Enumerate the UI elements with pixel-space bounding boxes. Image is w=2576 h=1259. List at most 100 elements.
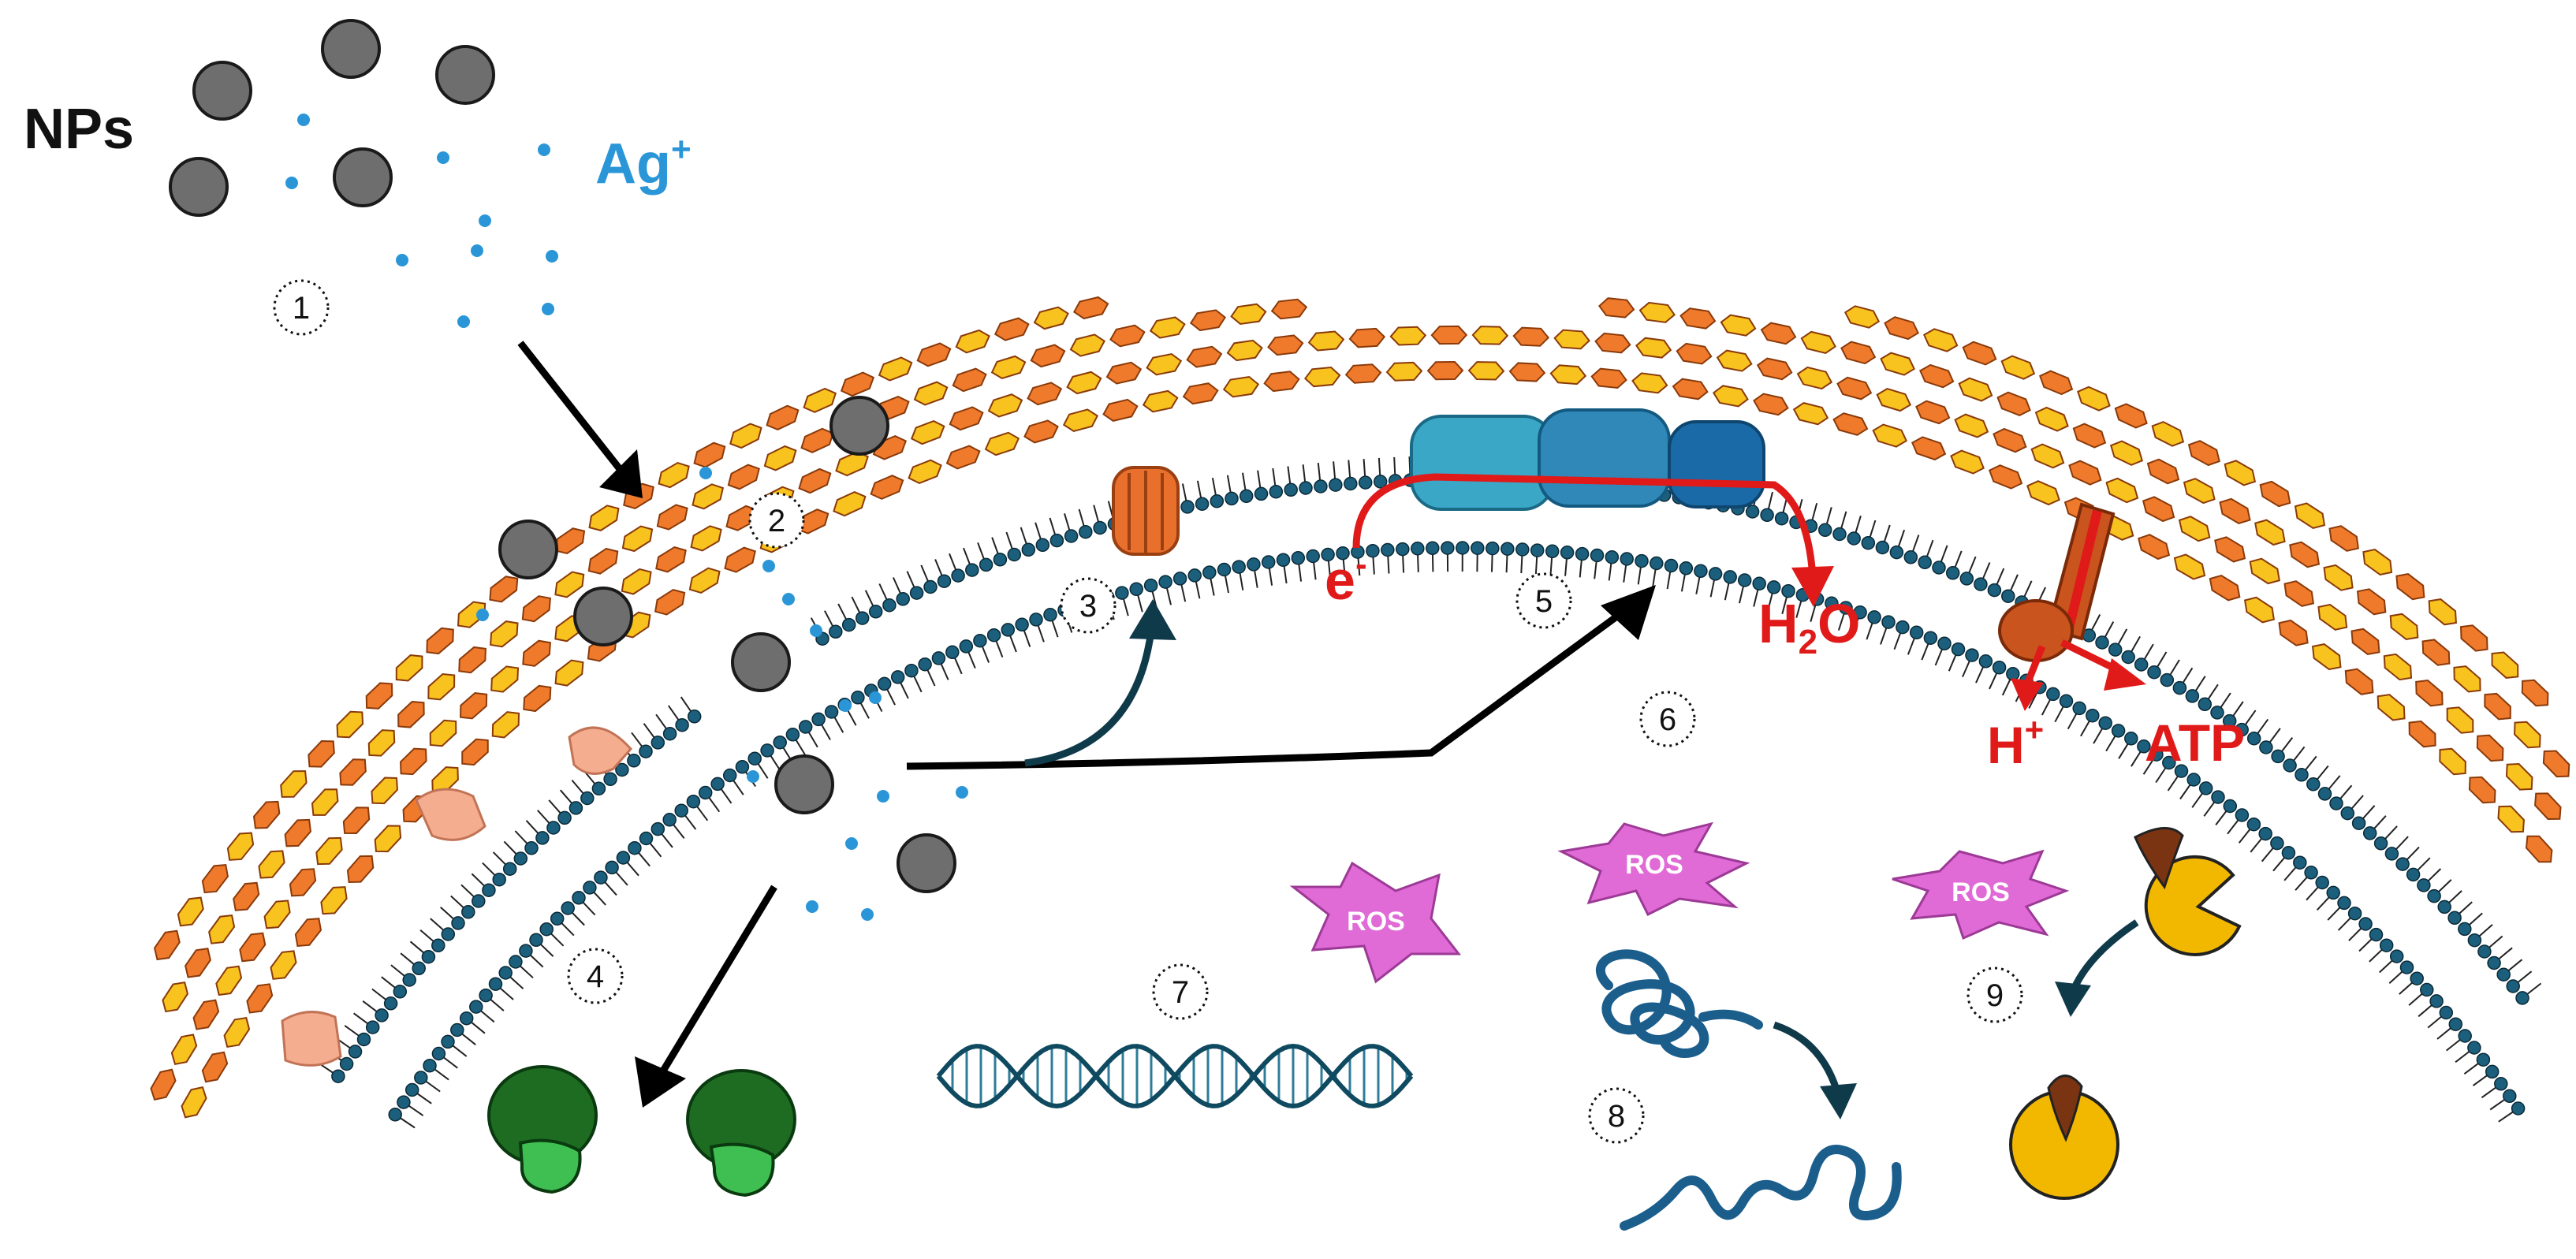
wall-hexagon bbox=[2344, 668, 2374, 695]
lipid-head bbox=[2172, 680, 2187, 695]
lipid-head bbox=[1381, 542, 1395, 557]
ros-burst-1: ROS bbox=[1289, 861, 1462, 984]
nanoparticle bbox=[731, 632, 791, 692]
lipid-head bbox=[1210, 494, 1225, 508]
lipid-head bbox=[2458, 922, 2472, 937]
lipid-head bbox=[404, 1082, 419, 1097]
lipid-head bbox=[904, 663, 919, 678]
lipid-head bbox=[2351, 816, 2366, 830]
silver-ion bbox=[471, 244, 483, 257]
lipid-head bbox=[1545, 544, 1560, 559]
wall-hexagon bbox=[2377, 694, 2406, 721]
wall-hexagon bbox=[523, 684, 552, 713]
wall-hexagon bbox=[1756, 357, 1793, 381]
lipid-head bbox=[675, 717, 689, 732]
wall-hexagon bbox=[2514, 721, 2541, 749]
lipid-head bbox=[2399, 960, 2414, 974]
lipid-head bbox=[896, 592, 910, 606]
wall-hexagon bbox=[1182, 382, 1219, 405]
lipid-head bbox=[798, 720, 813, 734]
lipid-head bbox=[412, 961, 426, 976]
lipid-head bbox=[561, 901, 575, 915]
lipid-head bbox=[583, 881, 597, 895]
lipid-head bbox=[1299, 481, 1313, 495]
step-marker-1: 1 bbox=[273, 279, 330, 336]
lipid-head bbox=[1881, 615, 1896, 629]
step-marker-8: 8 bbox=[1588, 1087, 1645, 1144]
lipid-head bbox=[1974, 577, 1988, 591]
lipid-head bbox=[1441, 541, 1455, 555]
wall-hexagon bbox=[1062, 408, 1099, 433]
lipid-head bbox=[1752, 576, 1766, 591]
silver-ion bbox=[747, 770, 759, 783]
lipid-head bbox=[2467, 933, 2482, 948]
lipid-head bbox=[1064, 529, 1079, 543]
lipid-head bbox=[459, 1011, 474, 1026]
lipid-head bbox=[1486, 541, 1500, 556]
wall-hexagon bbox=[987, 393, 1023, 418]
wall-hexagon bbox=[2109, 440, 2144, 466]
lipid-head bbox=[785, 728, 800, 742]
silver-ion bbox=[861, 908, 874, 921]
lipid-head bbox=[2439, 1005, 2454, 1020]
lipid-head bbox=[1269, 484, 1284, 499]
lipid-head bbox=[365, 1020, 380, 1034]
label-nps: NPs bbox=[24, 98, 134, 161]
wall-hexagon bbox=[2497, 805, 2525, 833]
lipid-head bbox=[2503, 1089, 2517, 1104]
lipid-head bbox=[1217, 562, 1232, 577]
wall-hexagon bbox=[170, 1034, 198, 1066]
lipid-head bbox=[890, 670, 905, 684]
lipid-head bbox=[993, 553, 1008, 567]
lipid-head bbox=[1875, 540, 1890, 555]
wall-hexagon bbox=[1385, 361, 1423, 382]
lipid-head bbox=[959, 639, 974, 654]
wall-hexagon bbox=[2395, 573, 2425, 601]
lipid-head bbox=[1049, 533, 1064, 548]
nanoparticle bbox=[169, 157, 229, 217]
silver-ion bbox=[956, 786, 968, 799]
lipid-head bbox=[498, 966, 513, 980]
lipid-head bbox=[2235, 808, 2250, 822]
lipid-head bbox=[605, 860, 619, 875]
lipid-head bbox=[2086, 708, 2100, 723]
wall-hexagon bbox=[1720, 314, 1757, 337]
wall-hexagon bbox=[1344, 363, 1382, 384]
lipid-head bbox=[824, 705, 839, 719]
lipid-head bbox=[451, 916, 465, 930]
wall-hexagon bbox=[223, 1016, 251, 1049]
lipid-head bbox=[2160, 672, 2175, 687]
lipid-head bbox=[1847, 531, 1861, 546]
wall-hexagon bbox=[2534, 792, 2562, 820]
wall-hexagon bbox=[2421, 639, 2451, 666]
lipid-head bbox=[472, 894, 486, 908]
wall-hexagon bbox=[833, 490, 867, 517]
lipid-head bbox=[2124, 732, 2138, 746]
label-water: H2O bbox=[1758, 593, 1861, 661]
wall-hexagon bbox=[1066, 371, 1102, 395]
wall-hexagon bbox=[2173, 553, 2206, 580]
lipid-head bbox=[1896, 620, 1910, 635]
wall-hexagon bbox=[952, 367, 987, 393]
lipid-head bbox=[519, 944, 533, 958]
nanoparticles bbox=[169, 19, 956, 893]
wall-hexagon bbox=[692, 483, 725, 510]
lipid-head bbox=[1366, 543, 1380, 558]
wall-hexagon bbox=[1222, 375, 1260, 398]
wall-hexagon bbox=[252, 800, 281, 829]
lipid-head bbox=[2271, 749, 2285, 764]
wall-hexagon bbox=[400, 747, 427, 776]
wall-hexagon bbox=[2505, 763, 2533, 791]
wall-hexagon bbox=[280, 770, 308, 798]
wall-hexagon bbox=[1508, 362, 1546, 382]
lipid-head bbox=[1774, 511, 1789, 526]
wall-hexagon bbox=[2356, 588, 2387, 616]
lipid-head bbox=[1530, 543, 1545, 557]
lipid-head bbox=[1937, 636, 1952, 651]
wall-hexagon bbox=[346, 855, 375, 883]
lipid-head bbox=[877, 676, 892, 691]
lipid-head bbox=[502, 862, 517, 876]
lipid-head bbox=[2059, 694, 2074, 709]
svg-text:5: 5 bbox=[1535, 584, 1553, 619]
wall-hexagon bbox=[395, 654, 423, 682]
